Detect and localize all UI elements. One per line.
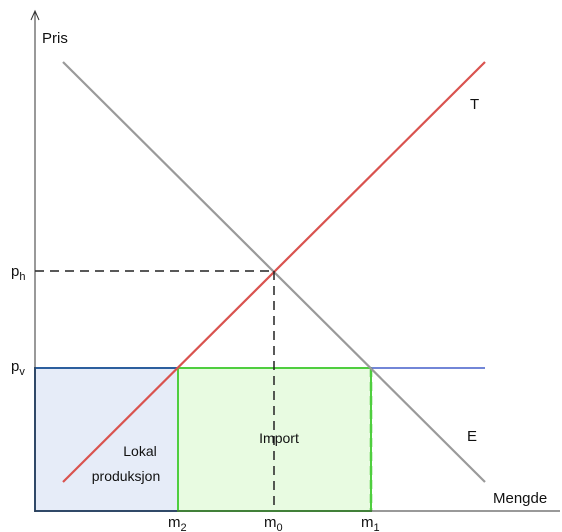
supply-curve-label: T [470,96,479,113]
quantity-m0-label: m0 [264,514,283,532]
y-axis-label: Pris [42,30,68,47]
quantity-m2-label: m2 [168,514,187,532]
high-price-label: ph [11,263,25,283]
import-label: Import [259,430,299,446]
local-production-label-line2: produksjon [92,468,161,484]
x-axis-label: Mengde [493,490,547,507]
y-axis-arrow [30,9,40,21]
local-production-label: Lokal [123,443,156,459]
demand-curve-label: E [467,428,477,445]
quantity-m1-label: m1 [361,514,380,532]
world-price-label: pv [11,358,25,378]
